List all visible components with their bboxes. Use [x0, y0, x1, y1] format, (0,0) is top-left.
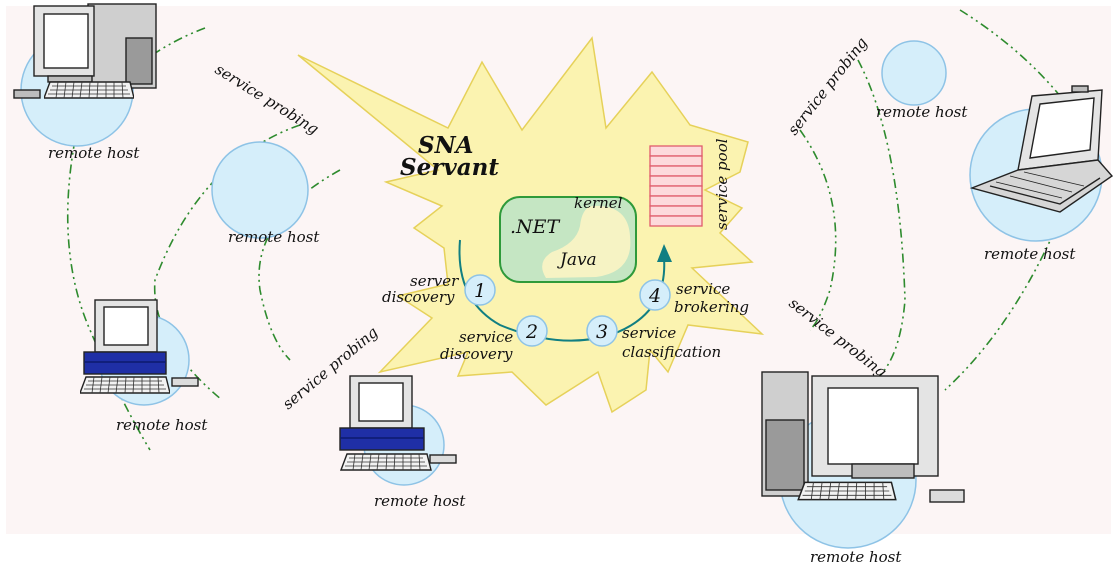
desktop-pc-bottom-center-icon [339, 375, 457, 471]
host-label-top-left: remote host [48, 144, 140, 162]
step-4-number: 4 [648, 285, 661, 307]
host-label-top-right: remote host [876, 103, 968, 121]
host-circle-top-right-small [881, 40, 947, 106]
java-region [542, 205, 631, 278]
service-pool-label: service pool [713, 138, 731, 230]
host-label-right: remote host [984, 245, 1076, 263]
title-line-2: Servant [400, 154, 499, 181]
step-2-circle [516, 315, 548, 347]
step-2-line-2: discovery [440, 345, 513, 363]
step-1-line-1: server [410, 272, 459, 290]
step-4-line-2: brokering [674, 298, 749, 316]
step-4-circle [639, 279, 671, 311]
step-2-line-1: service [459, 328, 513, 346]
java-label: Java [557, 250, 597, 270]
cycle-arrowhead [657, 244, 672, 262]
desktop-pc-lower-left-icon [80, 299, 199, 394]
title-line-1: SNA [418, 132, 473, 159]
step-1-circle [464, 274, 496, 306]
step-3-line-1: service [622, 324, 676, 342]
step-4-line-1: service [676, 280, 730, 298]
tower-pc-top-left-icon [13, 3, 157, 99]
kernel-label: kernel [574, 194, 623, 212]
step-1-number: 1 [474, 280, 486, 302]
step-2-number: 2 [525, 321, 538, 343]
service-pool-stack [649, 145, 703, 227]
tower-pc-bottom-right-icon [761, 371, 965, 503]
host-label-bottom-right: remote host [810, 548, 902, 566]
step-3-circle [586, 315, 618, 347]
step-3-line-2: classification [622, 343, 721, 361]
host-label-bottom-center: remote host [374, 492, 466, 510]
host-circle-mid-left [211, 141, 309, 239]
net-label: .NET [510, 216, 561, 238]
step-1-line-2: discovery [382, 288, 455, 306]
step-3-number: 3 [596, 321, 608, 343]
laptop-right-icon [969, 85, 1114, 213]
host-label-lower-left: remote host [116, 416, 208, 434]
host-label-mid-left: remote host [228, 228, 320, 246]
